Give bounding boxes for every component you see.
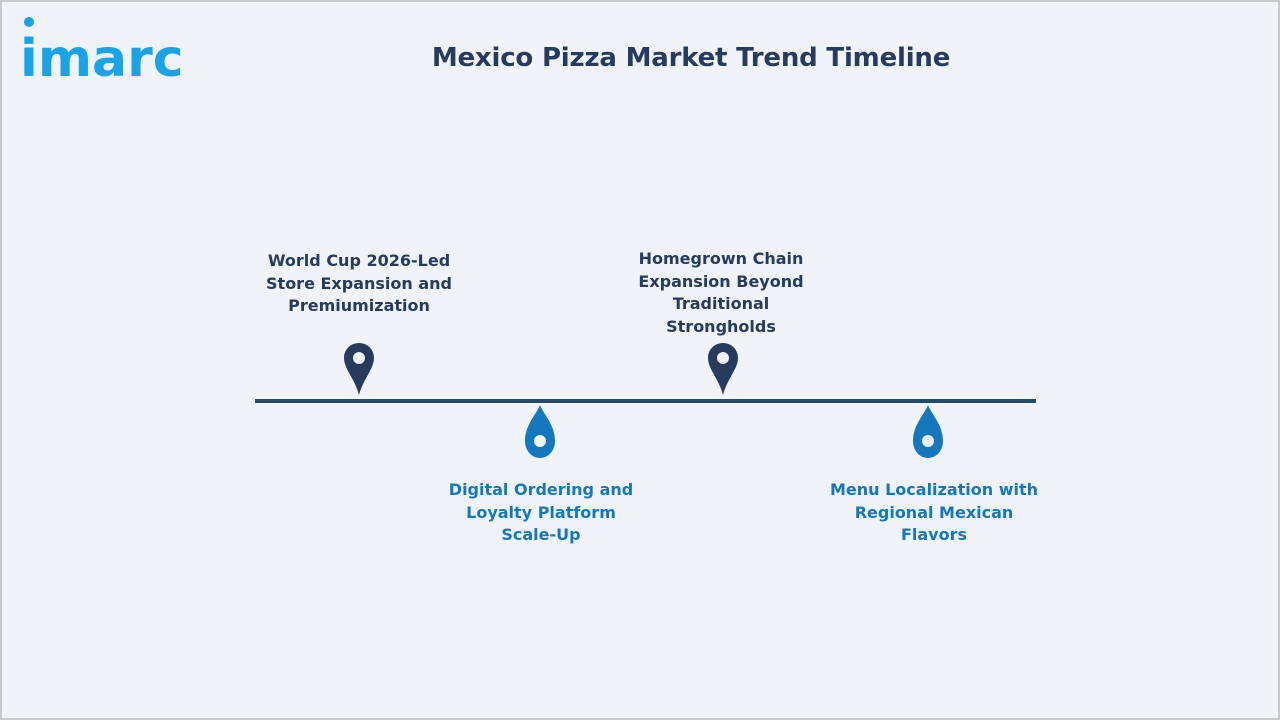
- droplet-pin-icon: [525, 405, 555, 458]
- milestone-label-1: World Cup 2026-Led Store Expansion and P…: [266, 251, 452, 315]
- map-pin-icon: [344, 343, 374, 395]
- milestone-label-3: Homegrown Chain Expansion Beyond Traditi…: [638, 249, 804, 336]
- map-pin-icon: [708, 343, 738, 395]
- imarc-logo: imarc: [22, 17, 184, 80]
- droplet-pin-icon: [913, 405, 943, 458]
- logo-text: imarc: [22, 29, 184, 80]
- page-title: Mexico Pizza Market Trend Timeline: [431, 43, 951, 73]
- milestone-label-4: Menu Localization with Regional Mexican …: [829, 480, 1039, 544]
- milestone-label-2: Digital Ordering and Loyalty Platform Sc…: [448, 480, 634, 544]
- timeline-line: [255, 399, 1036, 403]
